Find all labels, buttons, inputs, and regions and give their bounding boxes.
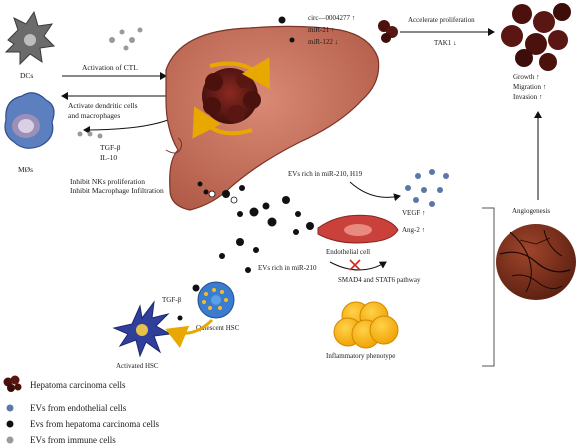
liver-icon [165,25,380,211]
inhibit-arrow [83,119,169,134]
activate-dc-line2: and macrophages [68,111,120,120]
endothelial-cell-icon [317,214,399,244]
mir21-label: miR-21 ↑ [308,26,335,34]
vegf-label: VEGF ↑ [402,209,426,217]
legend-item-endothelial-evs: EVs from endothelial cells [6,403,127,413]
activated-hsc-label: Activated HSC [116,362,159,370]
accelerate-label: Accelerate proliferation [408,16,475,24]
circ-label: circ—0004277 ↑ [308,14,355,22]
evs-h19-arrow [349,181,401,202]
legend-label-endothelial-evs: EVs from endothelial cells [30,403,127,413]
legend-item-hepatoma-evs: Evs from hepatoma carcinoma cells [6,419,159,429]
cycle-arrow-bottom [192,106,253,139]
dcs-label: DCs [20,71,33,80]
tgfb-hsc-label: TGF-β [162,296,182,304]
small-tumor-cluster-icon [378,20,398,43]
hepatoma-evs-cluster-mid [192,181,314,292]
hsc-ev-dot [177,315,183,321]
activation-ctl-label: Activation of CTL [82,63,138,72]
legend-item-hepatoma: Hepatoma carcinoma cells [3,375,126,392]
immune-evs-cluster-top [109,27,143,51]
legend-label-immune-evs: EVs from immune cells [30,435,116,445]
quiescent-hsc-icon [197,281,235,319]
activated-hsc-icon [112,300,172,358]
black-ev-icon [6,420,14,428]
macrophage-label: MØs [18,165,33,174]
legend-item-immune-evs: EVs from immune cells [6,435,116,445]
evs-mir210-label: EVs rich in miR-210 [258,264,317,272]
invasion-label: Invasion ↑ [513,93,542,101]
inhibit-macrophage-label: Inhibit Macrophage Infiltration [70,186,164,195]
gray-evs-near-arrow [77,131,103,139]
vascularized-tumor-icon [496,224,576,300]
hepatoma-evs-top [278,16,295,43]
inflammatory-label: Inflammatory phenotype [326,352,395,360]
macrophage-icon [4,92,55,149]
activate-dc-line1: Activate dendritic cells [68,101,138,110]
hsc-activation-arrow [165,318,214,348]
blue-ev-icon [6,404,14,412]
inhibit-nk-label: Inhibit NKs proliferation [70,177,145,186]
il10-label: IL-10 [100,153,117,162]
inflammatory-cells-icon [333,301,399,349]
endothelial-evs-cluster [405,169,449,207]
tgf-label: TGF-β [100,143,121,152]
smad-label: SMAD4 and STAT6 pathway [338,276,421,284]
tak1-label: TAK1 ↓ [434,39,457,47]
large-tumor-cluster-icon [501,3,571,71]
mir122-label: miR-122 ↓ [308,38,338,46]
white-ev-outline-cluster [208,190,238,204]
migration-label: Migration ↑ [513,83,546,91]
block-cross-icon [349,259,361,271]
ang2-label: Ang-2 ↑ [402,226,425,234]
legend-label-hepatoma-evs: Evs from hepatoma carcinoma cells [30,419,159,429]
gray-ev-icon [6,436,14,444]
dendritic-cell-icon [4,10,56,66]
evs-h19-label: EVs rich in miR-210, H19 [288,170,363,178]
angiogenesis-bracket [482,207,495,367]
hepatoma-cluster-icon [3,375,22,392]
legend-label-hepatoma: Hepatoma carcinoma cells [30,380,126,390]
legend: Hepatoma carcinoma cells EVs from endoth… [3,375,159,445]
angiogenesis-label: Angiogenesis [512,207,550,215]
cycle-arrow-top [209,57,271,90]
growth-label: Growth ↑ [513,73,540,81]
endothelial-cell-label: Endothelial cell [326,248,370,256]
quiescent-hsc-label: Quiescent HSC [196,324,240,332]
